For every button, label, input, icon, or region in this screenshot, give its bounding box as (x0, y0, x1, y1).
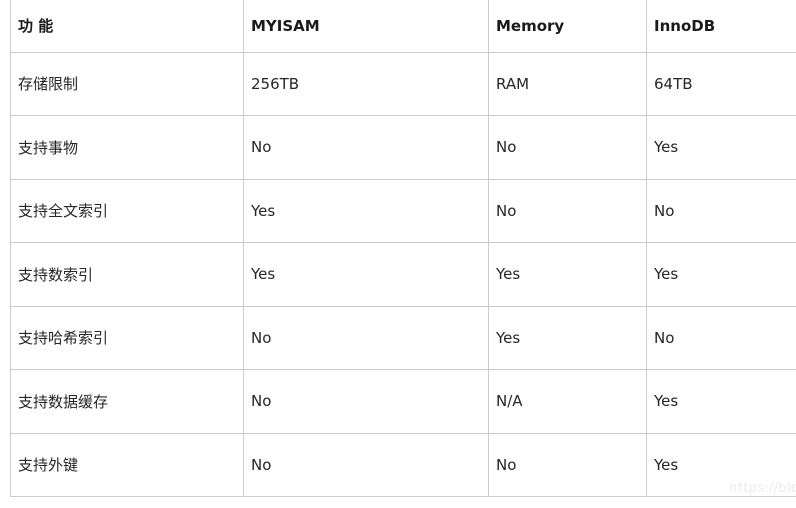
row-label: 支持全文索引 (10, 178, 244, 243)
table-cell: Yes (243, 242, 489, 307)
table-cell: Yes (646, 242, 796, 307)
table-cell: No (243, 305, 489, 370)
table-cell: Yes (646, 369, 796, 434)
table-cell: Yes (646, 115, 796, 180)
table-cell: No (646, 305, 796, 370)
column-header-function: 功 能 (10, 0, 244, 53)
storage-engine-comparison-table: 功 能 MYISAM Memory InnoDB 存储限制 256TB RAM … (10, 0, 796, 497)
table-cell: No (488, 432, 647, 497)
table-cell: 256TB (243, 51, 489, 116)
row-label: 支持数据缓存 (10, 369, 244, 434)
column-header-myisam: MYISAM (243, 0, 489, 53)
row-label: 支持外键 (10, 432, 244, 497)
table-cell: Yes (646, 432, 796, 497)
table-cell: No (488, 178, 647, 243)
table-cell: No (243, 369, 489, 434)
table-row: 支持全文索引 Yes No No (10, 178, 796, 243)
table-row: 支持外键 No No Yes (10, 432, 796, 497)
table-row: 存储限制 256TB RAM 64TB (10, 51, 796, 116)
table-row: 支持数索引 Yes Yes Yes (10, 242, 796, 307)
table-cell: No (646, 178, 796, 243)
table-cell: Yes (243, 178, 489, 243)
table-cell: No (243, 115, 489, 180)
table-row: 支持哈希索引 No Yes No (10, 305, 796, 370)
table-cell: Yes (488, 242, 647, 307)
row-label: 支持哈希索引 (10, 305, 244, 370)
table-cell: RAM (488, 51, 647, 116)
row-label: 存储限制 (10, 51, 244, 116)
table-cell: N/A (488, 369, 647, 434)
table-cell: No (243, 432, 489, 497)
column-header-memory: Memory (488, 0, 647, 53)
column-header-innodb: InnoDB (646, 0, 796, 53)
table-header-row: 功 能 MYISAM Memory InnoDB (10, 0, 796, 53)
table-cell: No (488, 115, 647, 180)
table-cell: Yes (488, 305, 647, 370)
watermark: https://blo (729, 481, 796, 496)
table-cell: 64TB (646, 51, 796, 116)
table-row: 支持数据缓存 No N/A Yes (10, 369, 796, 434)
row-label: 支持数索引 (10, 242, 244, 307)
table-row: 支持事物 No No Yes (10, 115, 796, 180)
row-label: 支持事物 (10, 115, 244, 180)
